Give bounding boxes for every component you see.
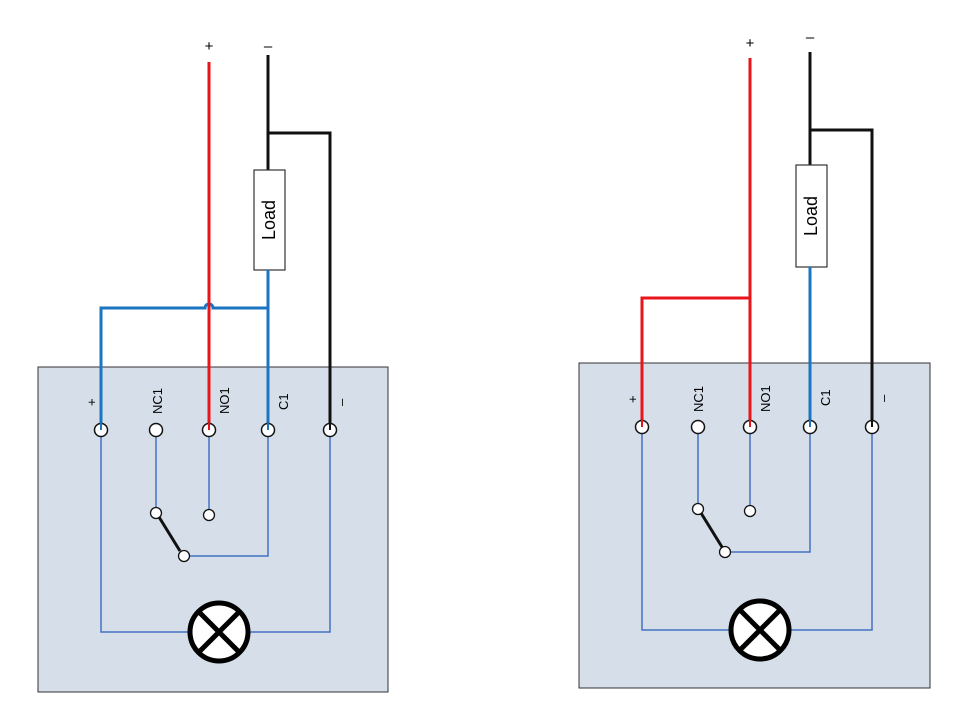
terminal-label-plus-right: +: [625, 395, 640, 403]
negative-wire-right: [808, 52, 874, 424]
positive-wire-right: [640, 58, 752, 424]
terminal-label-nc1-right: NC1: [691, 386, 706, 412]
internal-wiring-right: [641, 430, 873, 631]
diagram-right: + – Load + NC1 NO1 C1 –: [578, 29, 931, 689]
supply-negative-label-right: –: [806, 29, 815, 46]
terminal-label-nc1-left: NC1: [150, 388, 165, 414]
load-resistor-left: Load: [253, 169, 286, 271]
supply-positive-label-right: +: [746, 35, 755, 52]
lamp-cross-icon: [187, 600, 251, 664]
terminal-label-plus-left: +: [84, 398, 99, 406]
relay-switch-icon: [149, 506, 216, 563]
terminal-label-c1-right: C1: [818, 389, 833, 406]
terminal-label-no1-left: NO1: [217, 387, 232, 414]
load-label-left: Load: [259, 200, 279, 240]
terminal-screws-left: [93, 422, 338, 438]
terminal-label-minus-left: –: [334, 398, 349, 406]
load-resistor-right: Load: [795, 164, 828, 268]
load-label-right: Load: [801, 196, 821, 236]
terminal-screws-right: [634, 419, 880, 435]
relay-switch-icon-right: [691, 502, 757, 559]
diagram-left: + – Load + NC1 NO1 C1 –: [37, 38, 389, 693]
supply-negative-label-left: –: [264, 38, 273, 55]
supply-positive-label-left: +: [205, 38, 214, 55]
terminal-label-minus-right: –: [876, 394, 891, 402]
internal-wiring-left: [100, 433, 331, 633]
terminal-label-c1-left: C1: [276, 393, 291, 410]
lamp-cross-icon-right: [728, 598, 792, 662]
terminal-label-no1-right: NO1: [758, 385, 773, 412]
negative-wire-left: [266, 55, 332, 427]
